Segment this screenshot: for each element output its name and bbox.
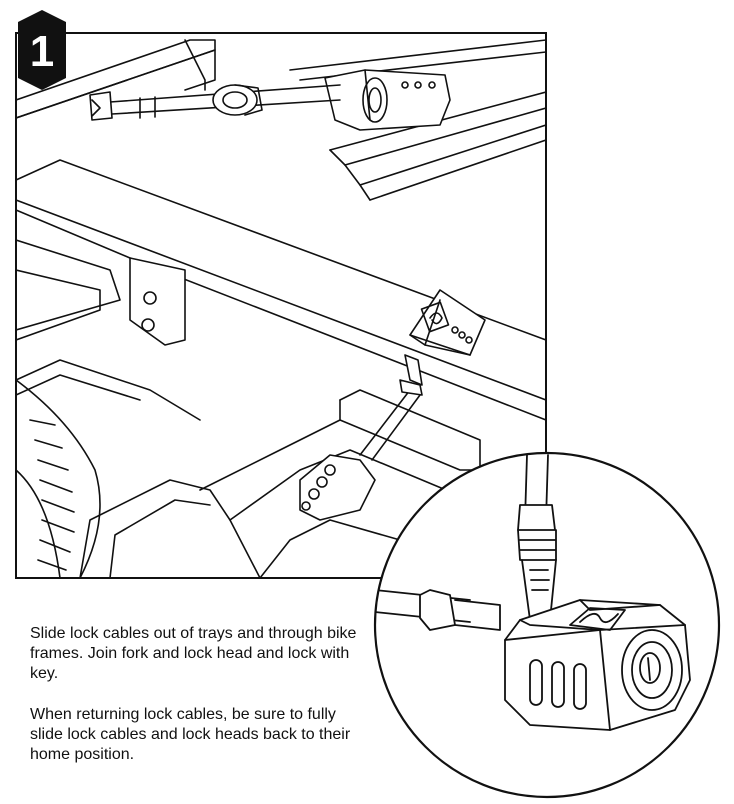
- zoom-detail-lock-head: [375, 454, 691, 731]
- instructions-paragraph-1: Slide lock cables out of trays and throu…: [30, 625, 357, 682]
- tray-illustration: [16, 39, 546, 578]
- illustration-frame: [15, 32, 547, 579]
- step-badge: 1: [18, 10, 66, 90]
- instructions-paragraph-2: When returning lock cables, be sure to f…: [30, 706, 351, 763]
- instructions-text: Slide lock cables out of trays and throu…: [30, 624, 360, 786]
- step-number: 1: [30, 27, 54, 76]
